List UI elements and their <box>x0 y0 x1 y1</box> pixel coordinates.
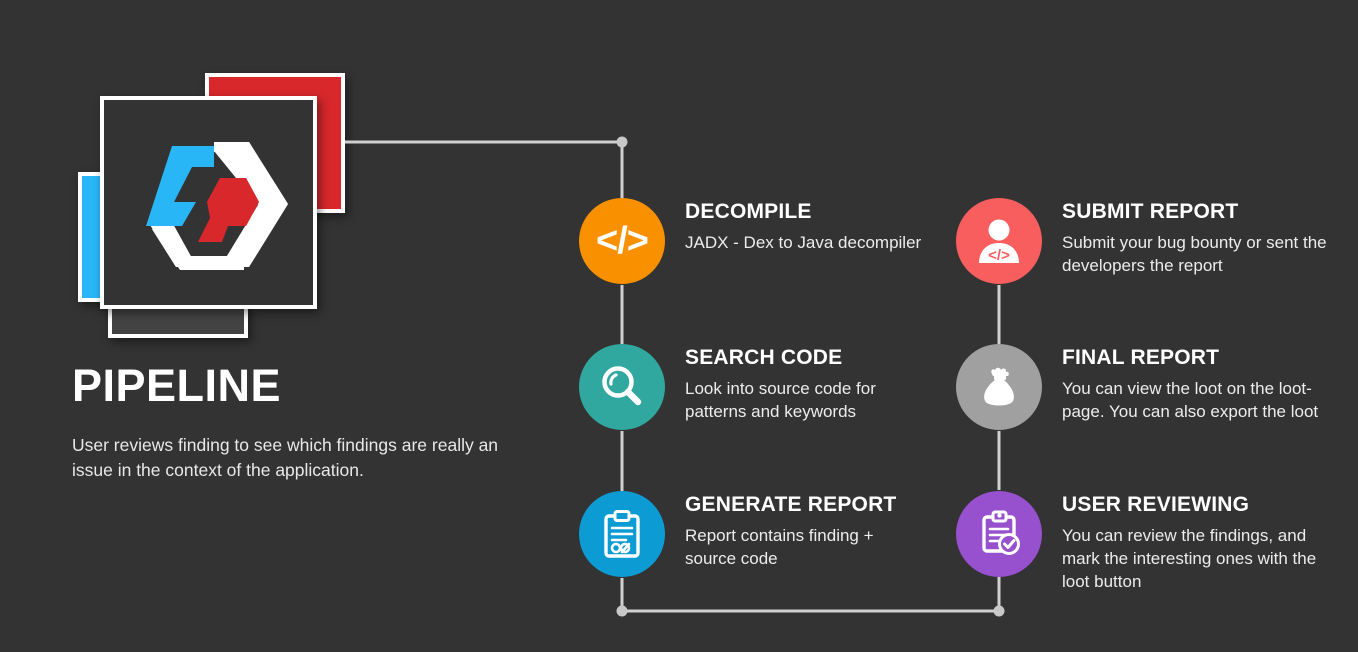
step-decompile-text: DECOMPILE JADX - Dex to Java decompiler <box>685 200 955 254</box>
step-search-code-text: SEARCH CODE Look into source code for pa… <box>685 346 955 423</box>
step-user-reviewing-title: USER REVIEWING <box>1062 493 1250 516</box>
step-final-report-badge[interactable] <box>956 344 1042 430</box>
developer-person-icon: </> <box>979 219 1019 264</box>
step-decompile-badge[interactable]: </> <box>579 198 665 284</box>
step-submit-report-title: SUBMIT REPORT <box>1062 200 1239 223</box>
step-user-reviewing-text: USER REVIEWING You can review the findin… <box>1062 493 1332 594</box>
connector-dot-bottom-left <box>616 605 628 617</box>
headline-block: PIPELINE User reviews finding to see whi… <box>72 362 542 483</box>
step-decompile[interactable]: </> DECOMPILE JADX - Dex to Java decompi… <box>579 198 959 288</box>
step-decompile-title: DECOMPILE <box>685 200 812 223</box>
clipboard-icon <box>604 510 640 558</box>
step-generate-report-desc: Report contains finding + source code <box>685 525 874 568</box>
hexagon-logo-mark <box>146 142 288 270</box>
page-title: PIPELINE <box>72 360 282 411</box>
step-search-code-badge[interactable] <box>579 344 665 430</box>
step-final-report-text: FINAL REPORT You can view the loot on th… <box>1062 346 1324 423</box>
step-user-reviewing-badge[interactable] <box>956 491 1042 577</box>
loot-bag-icon <box>984 367 1014 406</box>
step-user-reviewing-desc: You can review the findings, and mark th… <box>1062 525 1317 592</box>
clipboard-check-icon <box>982 510 1020 555</box>
step-search-code[interactable]: SEARCH CODE Look into source code for pa… <box>579 344 959 434</box>
page-subtitle: User reviews finding to see which findin… <box>72 435 499 481</box>
connector-dot-bottom-right <box>993 605 1005 617</box>
step-submit-report-badge[interactable]: </> <box>956 198 1042 284</box>
magnifier-icon <box>602 366 642 406</box>
step-submit-report[interactable]: </> SUBMIT REPORT Submit your bug bounty… <box>956 198 1356 288</box>
step-search-code-desc: Look into source code for patterns and k… <box>685 378 876 421</box>
pipeline-logo <box>0 0 400 360</box>
svg-text:</>: </> <box>988 247 1010 264</box>
step-decompile-desc: JADX - Dex to Java decompiler <box>685 232 922 252</box>
code-brackets-icon: </> <box>596 220 649 262</box>
step-generate-report-title: GENERATE REPORT <box>685 493 897 516</box>
step-generate-report[interactable]: GENERATE REPORT Report contains finding … <box>579 491 959 581</box>
step-generate-report-badge[interactable] <box>579 491 665 577</box>
step-generate-report-text: GENERATE REPORT Report contains finding … <box>685 493 955 570</box>
step-final-report[interactable]: FINAL REPORT You can view the loot on th… <box>956 344 1356 434</box>
step-submit-report-text: SUBMIT REPORT Submit your bug bounty or … <box>1062 200 1327 277</box>
step-final-report-desc: You can view the loot on the loot-page. … <box>1062 378 1319 421</box>
step-final-report-title: FINAL REPORT <box>1062 346 1220 369</box>
connector-logo-to-decompile <box>345 140 624 198</box>
step-user-reviewing[interactable]: USER REVIEWING You can review the findin… <box>956 491 1356 591</box>
step-submit-report-desc: Submit your bug bounty or sent the devel… <box>1062 232 1327 275</box>
connector-dot-top <box>616 136 628 148</box>
step-search-code-title: SEARCH CODE <box>685 346 843 369</box>
connector-generate-to-user-reviewing <box>620 577 1001 613</box>
